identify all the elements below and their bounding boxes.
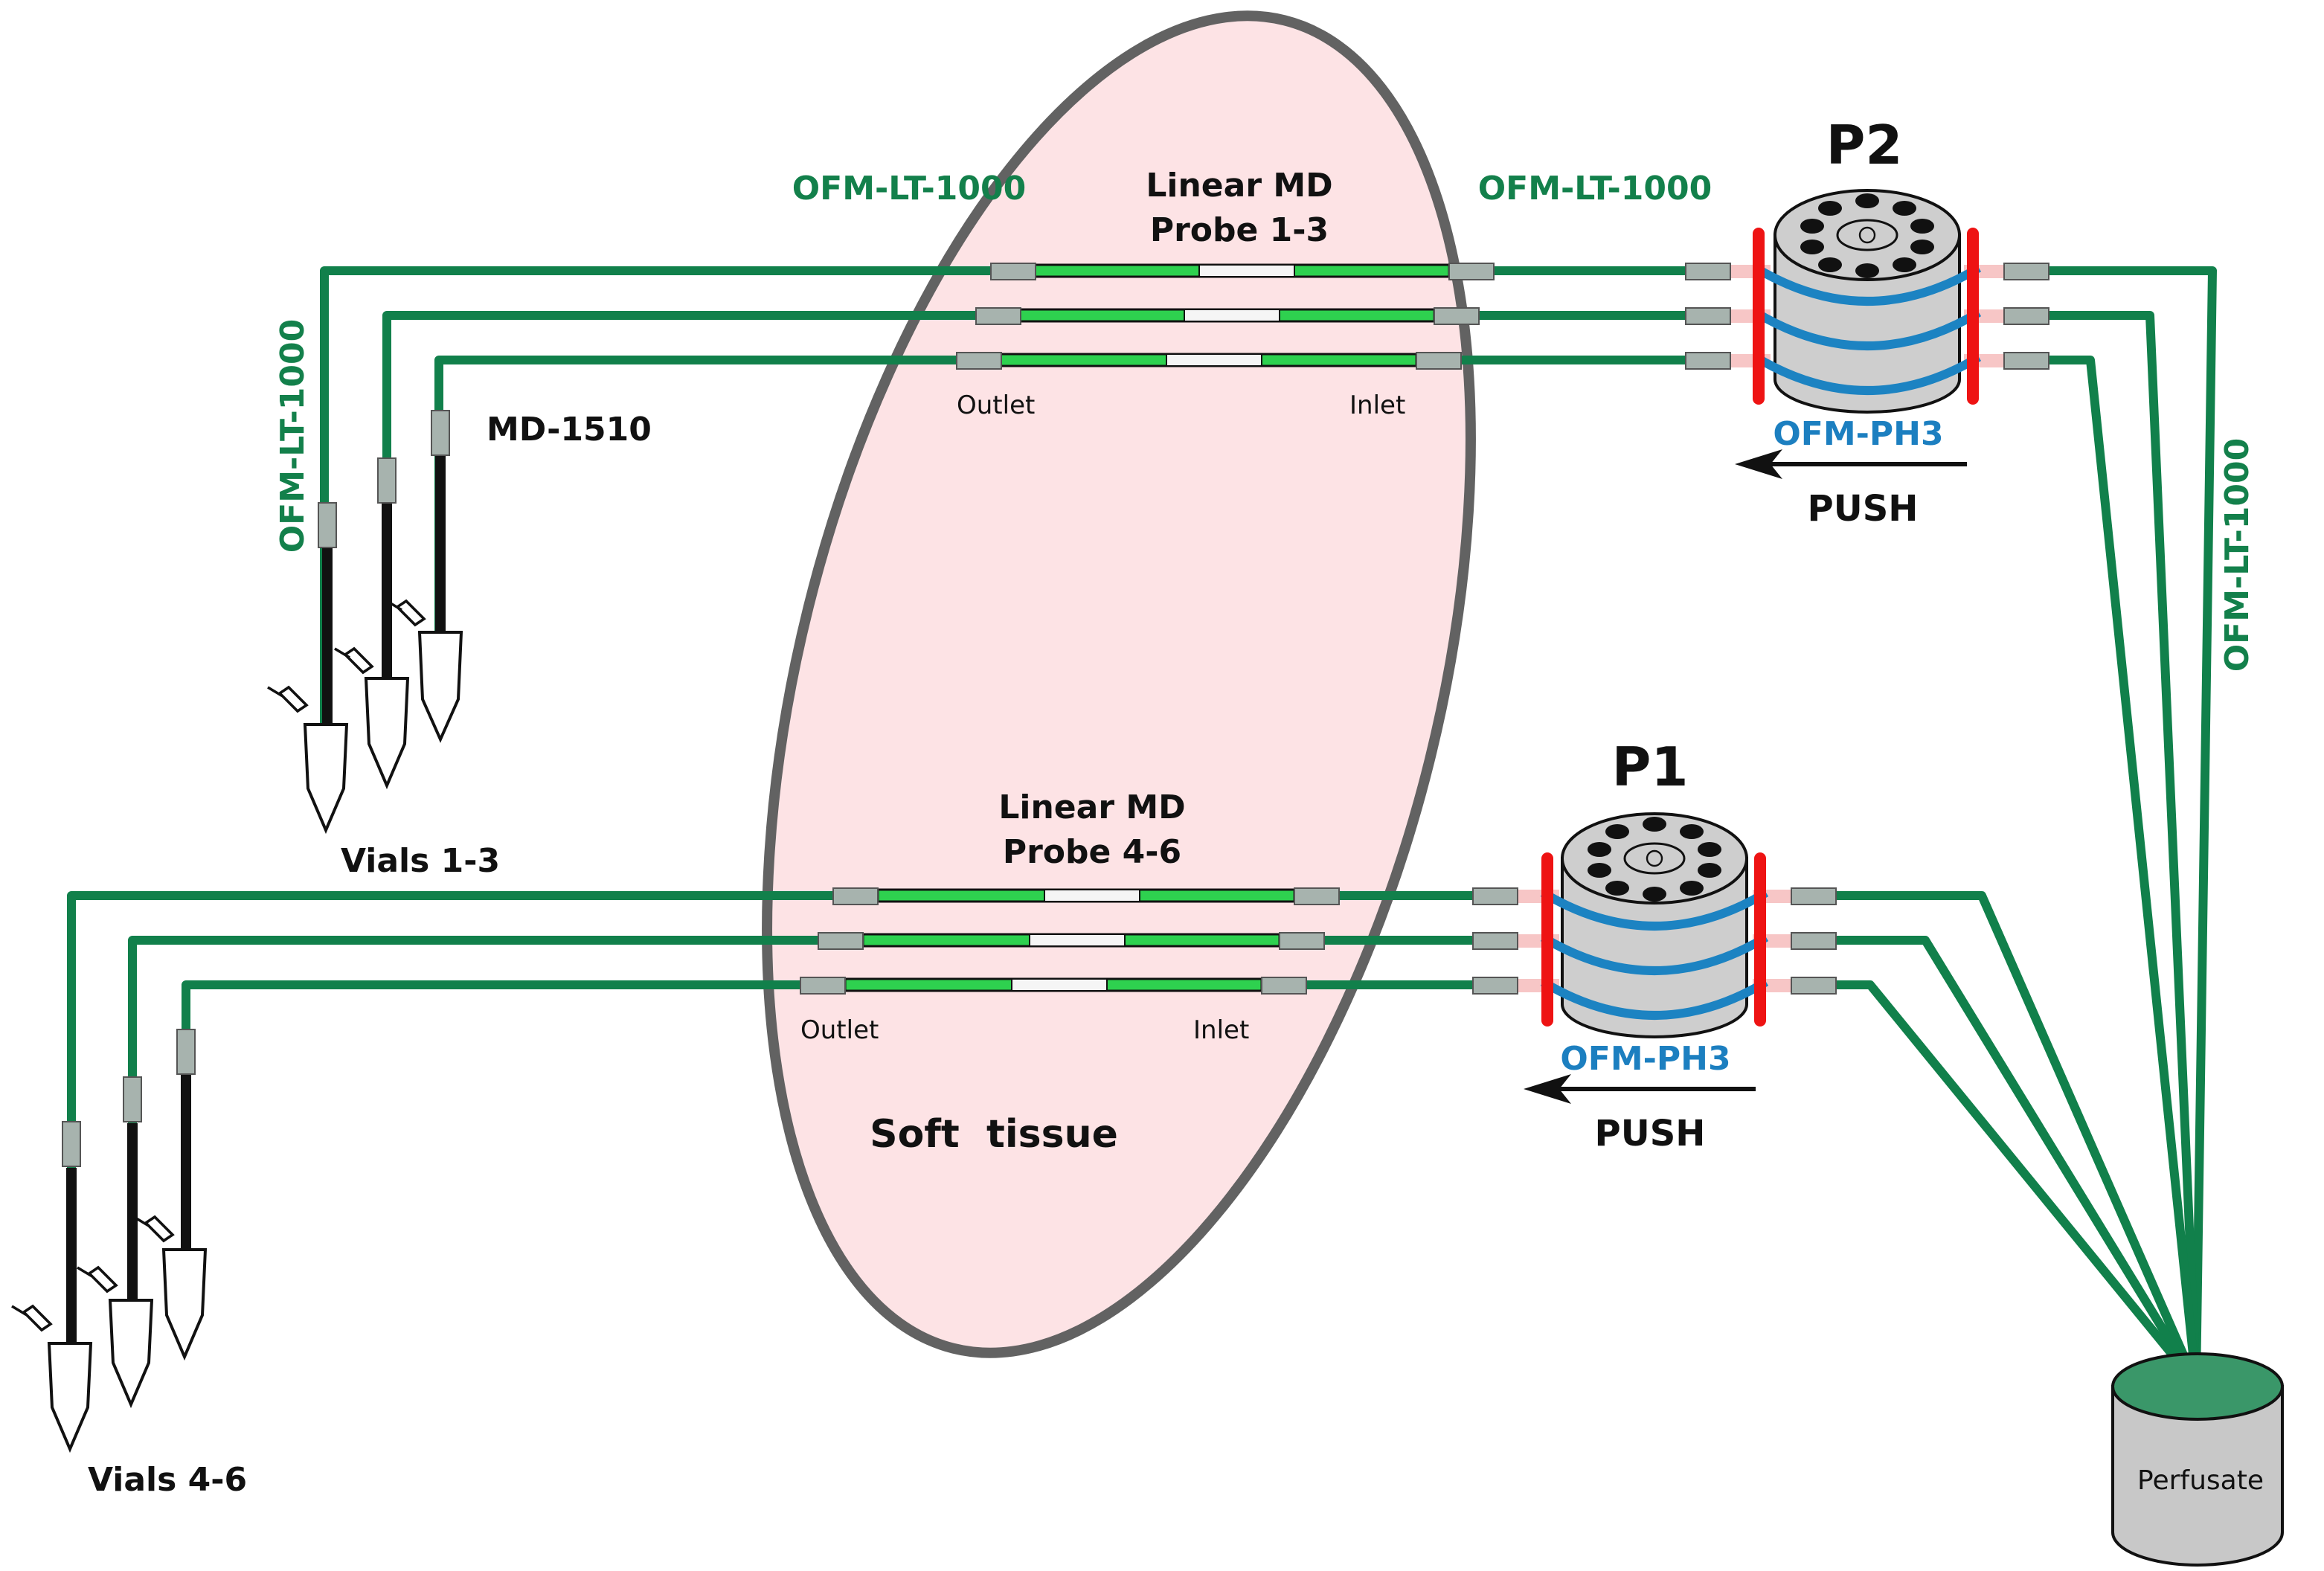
probe-connectors-top xyxy=(956,263,1495,370)
arrow-left-icon xyxy=(1735,449,1967,479)
push-top-label: PUSH xyxy=(1808,488,1919,530)
probe-bottom-title-1: Linear MD xyxy=(998,788,1185,826)
outlet-label-top: Outlet xyxy=(957,391,1035,420)
pump-model-top-label: OFM-PH3 xyxy=(1773,415,1943,453)
ofm-lt-label-vertical-left: OFM-LT-1000 xyxy=(274,319,312,553)
vial-line-connectors xyxy=(62,410,450,1167)
inlet-label-top: Inlet xyxy=(1349,391,1405,420)
probe-4-6 xyxy=(844,888,1296,992)
perfusate-container-icon xyxy=(2111,1352,2284,1567)
probe-top-title-1: Linear MD xyxy=(1146,167,1332,205)
vial-icon xyxy=(47,631,463,1453)
perfusate-label: Perfusate xyxy=(2137,1465,2264,1496)
ofm-lt-label-top-left: OFM-LT-1000 xyxy=(792,170,1027,208)
syringe-pump-icon xyxy=(1726,189,2009,414)
probe-top-title-2: Probe 1-3 xyxy=(1150,211,1329,249)
outlet-label-bottom: Outlet xyxy=(800,1015,879,1045)
probe-bottom-title-2: Probe 4-6 xyxy=(1003,833,1181,871)
arrow-left-icon xyxy=(1524,1074,1756,1104)
vial-caps xyxy=(11,599,426,1332)
probe-connectors-bottom xyxy=(800,887,1340,995)
ofm-lt-label-top-right: OFM-LT-1000 xyxy=(1478,170,1712,208)
soft-tissue-label: Soft tissue xyxy=(870,1112,1118,1157)
pump-p1-label: P1 xyxy=(1612,736,1689,798)
vials-top-label: Vials 1-3 xyxy=(341,842,500,880)
soft-tissue-ellipse xyxy=(762,10,1476,1358)
pump-p2-label: P2 xyxy=(1826,114,1903,176)
vials-bottom-label: Vials 4-6 xyxy=(88,1461,247,1499)
inlet-label-bottom: Inlet xyxy=(1193,1015,1249,1045)
syringe-pump-icon xyxy=(1515,812,1797,1038)
pump-connectors-top xyxy=(1685,263,2049,370)
pump-model-bottom-label: OFM-PH3 xyxy=(1560,1040,1730,1078)
push-bottom-label: PUSH xyxy=(1595,1113,1706,1154)
md-1510-label: MD-1510 xyxy=(487,411,652,449)
vial-outlet-lines xyxy=(66,454,446,1376)
ofm-lt-label-vertical-right: OFM-LT-1000 xyxy=(2218,438,2256,672)
pump-connectors-bottom xyxy=(1472,887,1837,995)
